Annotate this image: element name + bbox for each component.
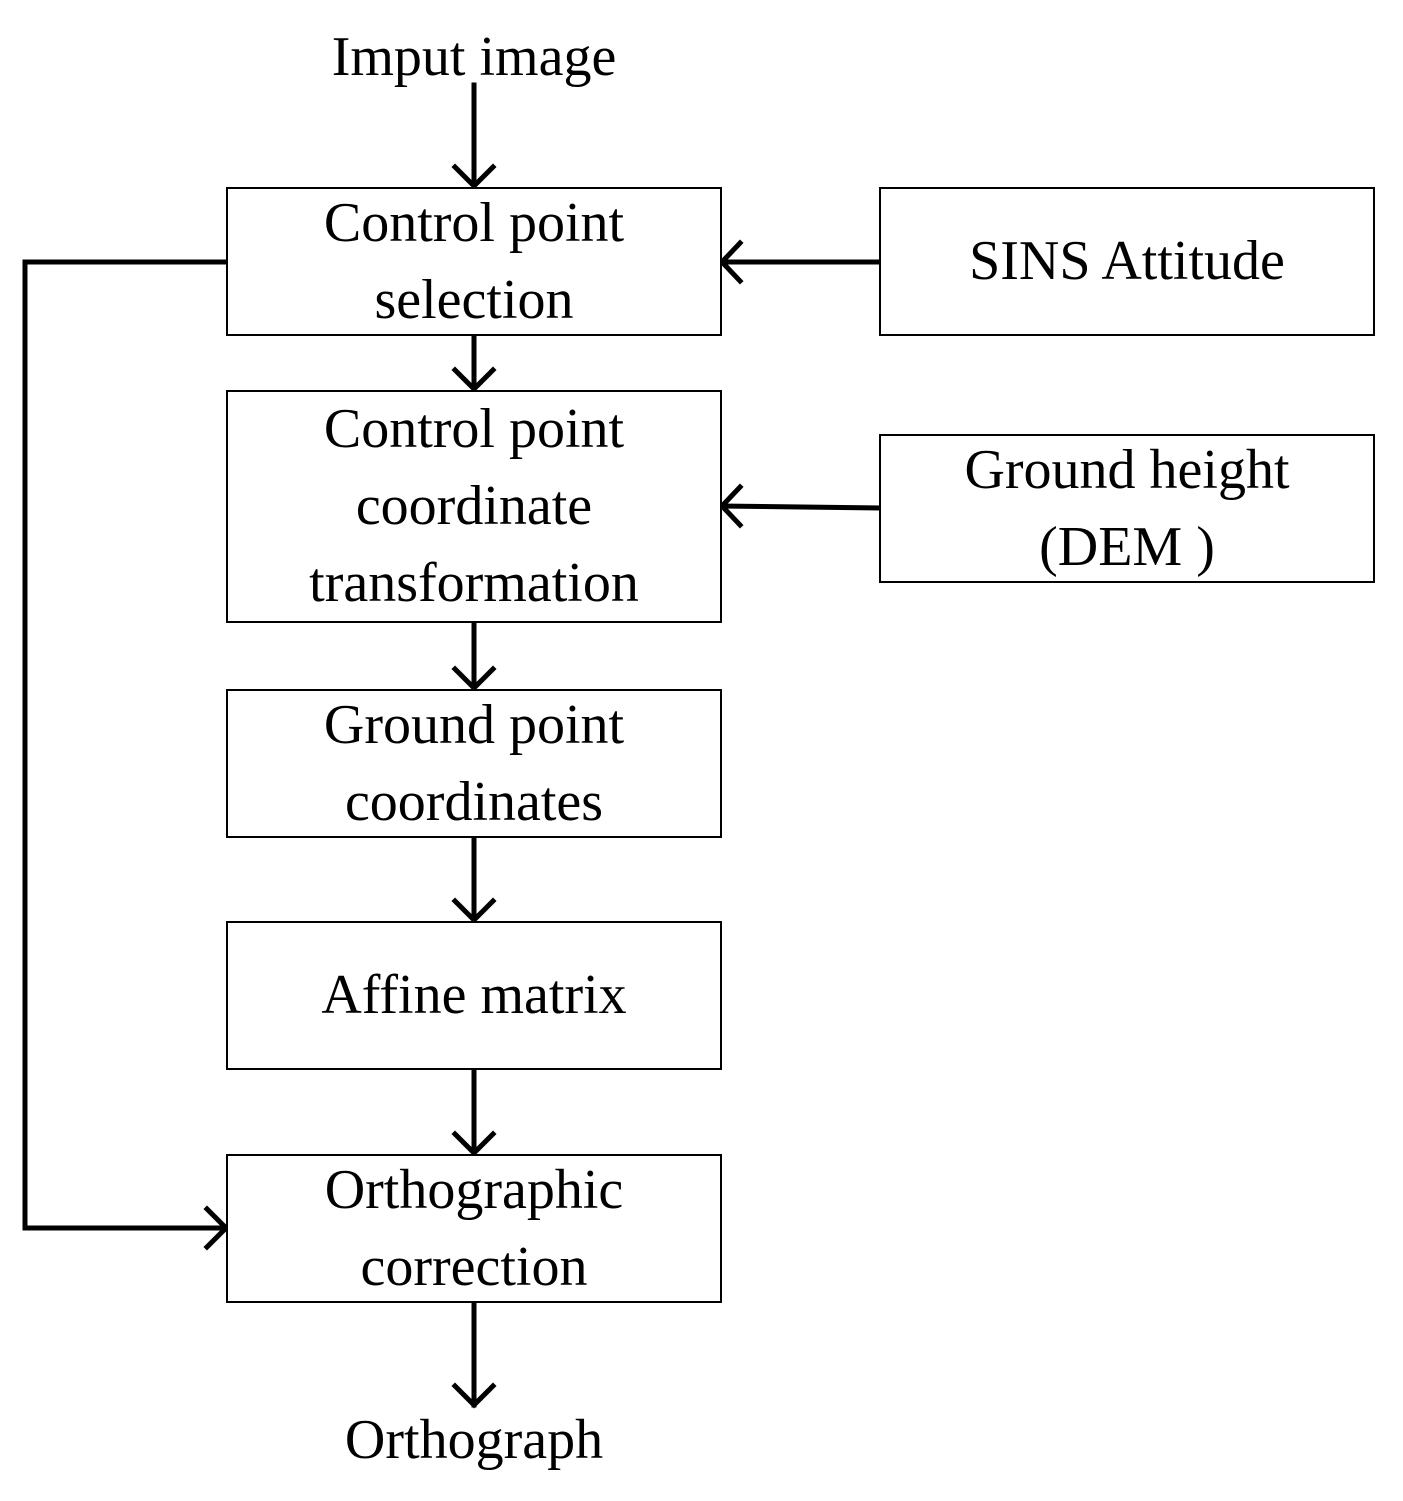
arrowhead-affine-to-correction bbox=[451, 1130, 497, 1157]
input-sins-attitude: SINS Attitude bbox=[879, 187, 1375, 336]
arrowhead-input-to-selection bbox=[451, 163, 497, 190]
arrowhead-dem-to-transformation bbox=[718, 483, 744, 529]
arrowhead-selection-to-transformation bbox=[451, 366, 497, 393]
input-ground-height-dem: Ground height (DEM ) bbox=[879, 434, 1375, 583]
step-affine-matrix: Affine matrix bbox=[226, 921, 722, 1070]
step-text: Control point bbox=[323, 191, 625, 254]
step-text: coordinates bbox=[344, 770, 604, 833]
step-ground-point-coordinates: Ground point coordinates bbox=[226, 689, 722, 838]
arrow-dem-to-transformation bbox=[719, 503, 883, 511]
step-text: Orthographic bbox=[324, 1158, 624, 1221]
side-input-text: SINS Attitude bbox=[969, 230, 1285, 292]
step-text: Affine matrix bbox=[321, 964, 627, 1026]
step-text: Ground point bbox=[323, 693, 625, 756]
step-text: correction bbox=[360, 1235, 588, 1298]
step-text: selection bbox=[374, 268, 574, 331]
arrowhead-correction-to-output bbox=[451, 1382, 497, 1409]
step-coordinate-transformation: Control point coordinate transformation bbox=[226, 390, 722, 623]
side-input-text: (DEM ) bbox=[1039, 515, 1215, 578]
output-label: Orthograph bbox=[344, 1409, 604, 1471]
step-text: coordinate bbox=[355, 475, 593, 537]
arrowhead-transformation-to-ground-points bbox=[451, 665, 497, 692]
arrowhead-ground-points-to-affine bbox=[451, 897, 497, 924]
step-control-point-selection: Control point selection bbox=[226, 187, 722, 336]
arrowhead-sins-to-selection bbox=[718, 239, 744, 285]
input-label: Imput image bbox=[331, 26, 617, 88]
arrow-selection-to-correction bbox=[22, 259, 231, 1231]
side-input-text: Ground height bbox=[964, 438, 1290, 501]
step-text: Control point bbox=[323, 398, 625, 460]
step-text: transformation bbox=[309, 552, 639, 614]
step-orthographic-correction: Orthographic correction bbox=[226, 1154, 722, 1303]
